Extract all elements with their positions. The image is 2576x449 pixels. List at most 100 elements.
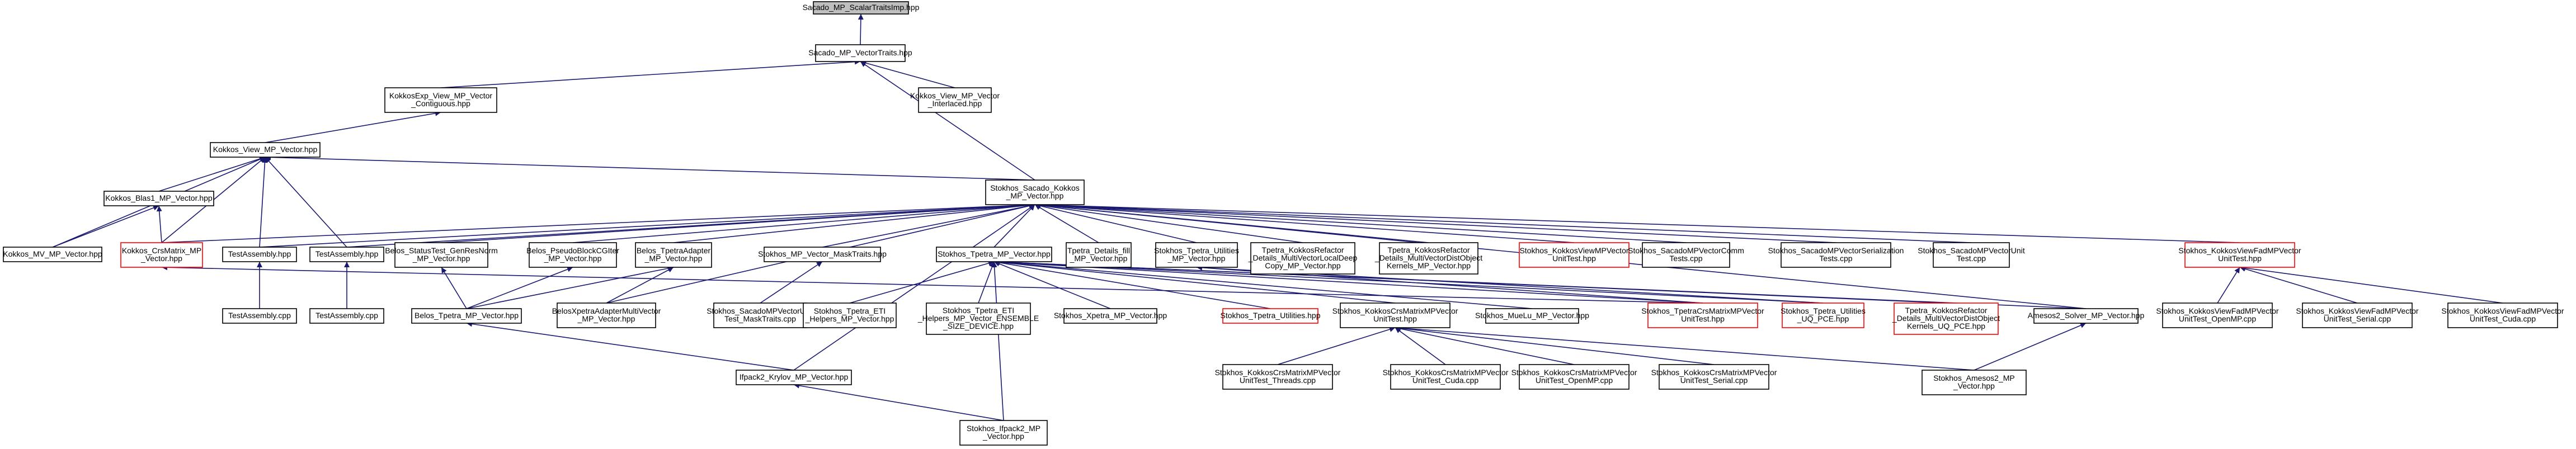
graph-node-n22[interactable]: Stokhos_SacadoMPVectorSerializationTests…: [1768, 242, 1904, 268]
graph-node-n1[interactable]: Sacado_MP_VectorTraits.hpp: [808, 44, 912, 62]
graph-node-n46[interactable]: Stokhos_KokkosCrsMatrixMPVectorUnitTest_…: [1511, 364, 1637, 390]
graph-node-n35[interactable]: Stokhos_MueLu_MP_Vector.hpp: [1475, 308, 1589, 324]
node-label-line: Stokhos_Xpetra_MP_Vector.hpp: [1054, 311, 1167, 320]
graph-node-n10[interactable]: TestAssembly.hpp: [309, 247, 384, 262]
graph-node-n47[interactable]: Stokhos_KokkosCrsMatrixMPVectorUnitTest_…: [1651, 364, 1777, 390]
graph-node-n36[interactable]: Stokhos_TpetraCrsMatrixMPVectorUnitTest.…: [1641, 303, 1764, 328]
node-label-line: _Details_MultiVectorLocalDeep: [1248, 253, 1358, 262]
graph-node-n48[interactable]: Stokhos_Amesos2_MP_Vector.hpp: [1922, 370, 2027, 395]
node-label-line: _Vector.hpp: [982, 432, 1024, 441]
edge-n13-to-n5: [673, 202, 1035, 243]
graph-node-n2[interactable]: KokkosExp_View_MP_Vector_Contiguous.hpp: [384, 87, 497, 113]
graph-node-n30[interactable]: Stokhos_Tpetra_ETI_Helpers_MP_Vector.hpp: [803, 303, 897, 328]
node-label-line: Stokhos_SacadoMPVectorSerialization: [1768, 246, 1904, 255]
node-label-line: _MP_Vector.hpp: [644, 254, 703, 263]
node-label-line: UnitTest_Cuda.cpp: [1412, 376, 1479, 385]
graph-node-n37[interactable]: Stokhos_Tpetra_Utilities_UQ_PCE.hpp: [1781, 303, 1866, 328]
node-label-line: Stokhos_MP_Vector_MaskTraits.hpp: [758, 249, 887, 258]
graph-node-n45[interactable]: Stokhos_KokkosCrsMatrixMPVectorUnitTest_…: [1383, 364, 1509, 390]
graph-node-n40[interactable]: Stokhos_KokkosViewFadMPVectorUnitTest_Op…: [2156, 303, 2279, 328]
edge-n20-to-n5: [1034, 202, 1575, 243]
node-label-line: Stokhos_KokkosCrsMatrixMPVector: [1383, 368, 1509, 377]
edge-n36-to-n15: [993, 259, 1703, 304]
graph-node-n11[interactable]: Belos_StatusTest_GenResNorm_MP_Vector.hp…: [385, 242, 498, 268]
edge-n32-to-n15: [993, 261, 1111, 309]
graph-node-n39[interactable]: Amesos2_Solver_MP_Vector.hpp: [2028, 308, 2145, 324]
node-box: [2033, 308, 2139, 324]
edge-n9-to-n5: [259, 202, 1035, 248]
graph-node-n17[interactable]: Stokhos_Tpetra_Utilities_MP_Vector.hpp: [1154, 242, 1239, 268]
graph-node-n24[interactable]: Stokhos_KokkosViewFadMPVectorUnitTest.hp…: [2178, 242, 2301, 268]
node-label-line: Stokhos_KokkosCrsMatrixMPVector: [1511, 368, 1637, 377]
node-label-line: Stokhos_TpetraCrsMatrixMPVector: [1641, 306, 1764, 315]
graph-node-n8[interactable]: Kokkos_CrsMatrix_MP_Vector.hpp: [120, 242, 203, 268]
graph-node-n43[interactable]: Ifpack2_Krylov_MP_Vector.hpp: [736, 370, 852, 385]
graph-node-n5[interactable]: Stokhos_Sacado_Kokkos_MP_Vector.hpp: [985, 179, 1085, 205]
node-label-line: Copy_MP_Vector.hpp: [1265, 261, 1341, 270]
graph-node-n26[interactable]: TestAssembly.cpp: [309, 308, 384, 324]
node-label-line: UnitTest.hpp: [1373, 314, 1417, 323]
graph-node-n12[interactable]: Belos_PseudoBlockCGIter_MP_Vector.hpp: [526, 242, 619, 268]
graph-node-n7[interactable]: Kokkos_MV_MP_Vector.hpp: [3, 247, 102, 262]
node-label-line: _Vector.hpp: [140, 254, 182, 263]
graph-node-n49[interactable]: Stokhos_Ifpack2_MP_Vector.hpp: [959, 420, 1048, 446]
edge-n44-to-n34: [1277, 327, 1396, 365]
graph-node-n19[interactable]: Tpetra_KokkosRefactor_Details_MultiVecto…: [1374, 242, 1482, 275]
edge-n16-to-n5: [1034, 204, 1099, 243]
node-label-line: Tpetra_KokkosRefactor: [1905, 306, 1987, 315]
node-label-line: Kernels_MP_Vector.hpp: [1387, 261, 1471, 270]
node-box: [411, 308, 522, 324]
graph-node-n41[interactable]: Stokhos_KokkosViewFadMPVectorUnitTest_Se…: [2296, 303, 2419, 328]
node-label-line: UnitTest_Serial.cpp: [2324, 314, 2391, 323]
node-box: [309, 247, 384, 262]
node-label-line: Amesos2_Solver_MP_Vector.hpp: [2028, 311, 2145, 320]
graph-node-n15[interactable]: Stokhos_Tpetra_MP_Vector.hpp: [936, 247, 1052, 262]
graph-node-n14[interactable]: Stokhos_MP_Vector_MaskTraits.hpp: [758, 247, 887, 262]
node-box: [635, 242, 712, 268]
node-label-line: UnitTest_OpenMP.cpp: [1536, 376, 1613, 385]
graph-node-n44[interactable]: Stokhos_KokkosCrsMatrixMPVectorUnitTest_…: [1215, 364, 1341, 390]
graph-node-n33[interactable]: Stokhos_Tpetra_Utilities.hpp: [1221, 308, 1321, 324]
node-label-line: _Helpers_MP_Vector_ENSEMBLE: [917, 314, 1039, 323]
edge-n43-to-n27: [466, 321, 794, 371]
node-label-line: BelosXpetraAdapterMultiVector: [552, 306, 661, 315]
graph-node-n16[interactable]: Tpetra_Details_fill_MP_Vector.hpp: [1066, 242, 1132, 268]
edge-n23-to-n5: [1034, 202, 1972, 243]
edge-n2-to-n1: [440, 59, 861, 88]
graph-node-n25[interactable]: TestAssembly.cpp: [222, 308, 297, 324]
graph-node-n6[interactable]: Kokkos_Blas1_MP_Vector.hpp: [103, 191, 214, 206]
edge-n3-to-n1: [860, 60, 955, 88]
nodes-layer: Sacado_MP_ScalarTraitsImp.hppSacado_MP_V…: [3, 1, 2564, 446]
graph-node-n32[interactable]: Stokhos_Xpetra_MP_Vector.hpp: [1054, 308, 1167, 324]
graph-node-n42[interactable]: Stokhos_KokkosViewFadMPVectorUnitTest_Cu…: [2441, 303, 2564, 328]
edge-n40-to-n24: [2217, 267, 2240, 304]
graph-node-n27[interactable]: Belos_Tpetra_MP_Vector.hpp: [411, 308, 522, 324]
edge-n49-to-n15: [991, 261, 1004, 421]
graph-node-n9[interactable]: TestAssembly.hpp: [222, 247, 297, 262]
node-label-line: Stokhos_KokkosCrsMatrixMPVector: [1215, 368, 1341, 377]
graph-node-n13[interactable]: Belos_TpetraAdapter_MP_Vector.hpp: [635, 242, 712, 268]
edge-n49-to-n43: [793, 382, 1004, 421]
graph-node-n38[interactable]: Tpetra_KokkosRefactor_Details_MultiVecto…: [1892, 303, 2000, 335]
graph-node-n0[interactable]: Sacado_MP_ScalarTraitsImp.hpp: [803, 1, 920, 15]
node-box: [1659, 364, 1769, 390]
node-label-line: UnitTest.hpp: [1552, 254, 1596, 263]
edge-n8-to-n6: [156, 205, 162, 243]
node-box: [815, 44, 906, 62]
node-label-line: Stokhos_KokkosViewMPVector: [1519, 246, 1628, 255]
graph-node-n31[interactable]: Stokhos_Tpetra_ETI_Helpers_MP_Vector_ENS…: [917, 303, 1039, 335]
edge-n5-to-n1: [860, 61, 1035, 181]
node-label-line: Kokkos_CrsMatrix_MP: [122, 246, 201, 255]
graph-node-n4[interactable]: Kokkos_View_MP_Vector.hpp: [210, 142, 321, 158]
graph-node-n28[interactable]: BelosXpetraAdapterMultiVector_MP_Vector.…: [552, 303, 661, 328]
graph-node-n29[interactable]: Stokhos_SacadoMPVectorUnitTest_MaskTrait…: [707, 303, 814, 328]
node-label-line: Stokhos_Tpetra_Utilities: [1154, 246, 1239, 255]
graph-node-n18[interactable]: Tpetra_KokkosRefactor_Details_MultiVecto…: [1248, 242, 1358, 275]
graph-node-n3[interactable]: Kokkos_View_MP_Vector_Interlaced.hpp: [910, 87, 1000, 113]
edge-n42-to-n24: [2239, 265, 2503, 304]
graph-node-n34[interactable]: Stokhos_KokkosCrsMatrixMPVectorUnitTest.…: [1332, 303, 1458, 328]
node-label-line: Kokkos_Blas1_MP_Vector.hpp: [105, 193, 213, 202]
